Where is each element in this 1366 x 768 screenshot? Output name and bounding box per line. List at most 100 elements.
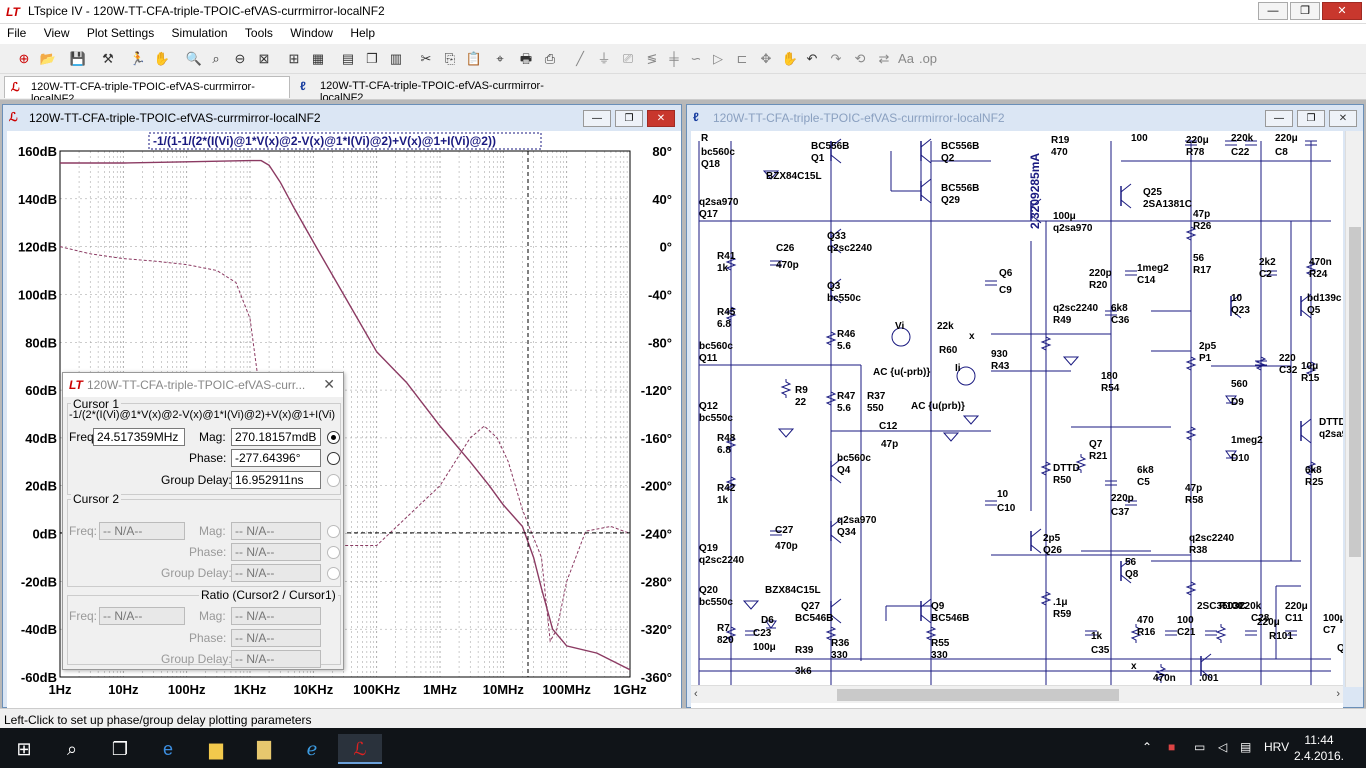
- rotate-icon[interactable]: ⟲: [854, 51, 866, 66]
- schematic-window-titlebar: ℓ 120W-TT-CFA-triple-TPOIC-efVAS-currmir…: [687, 105, 1363, 131]
- paste-icon[interactable]: 📋: [465, 51, 483, 66]
- diode-icon[interactable]: ▷: [713, 51, 723, 66]
- menu-help[interactable]: Help: [350, 26, 375, 40]
- find-icon[interactable]: ⌖: [496, 51, 504, 66]
- schematic-label: bc560c: [699, 341, 733, 352]
- resistor-icon[interactable]: ≶: [646, 51, 658, 66]
- component-icon[interactable]: ⊏: [736, 51, 748, 66]
- ltspice-taskbar-icon[interactable]: ℒ: [338, 734, 382, 764]
- text-icon[interactable]: Aa: [898, 51, 914, 66]
- label-icon[interactable]: ⎚: [622, 51, 634, 66]
- control-panel-icon[interactable]: ⚒: [102, 51, 114, 66]
- minimize-button[interactable]: —: [1258, 2, 1288, 20]
- menu-window[interactable]: Window: [290, 26, 333, 40]
- zoom-pan-icon[interactable]: ⌕: [212, 51, 220, 66]
- pan-icon[interactable]: ✋: [153, 51, 171, 66]
- autorange-icon[interactable]: ⊞: [288, 51, 300, 66]
- redo-icon[interactable]: ↷: [830, 51, 842, 66]
- action-center-icon[interactable]: ▤: [1240, 740, 1252, 754]
- ground-icon[interactable]: ⏚: [597, 51, 611, 66]
- trace-label-box[interactable]: [148, 132, 542, 150]
- show-hidden-icons-icon[interactable]: ⌃: [1142, 740, 1153, 754]
- scroll-right-icon[interactable]: ›: [1336, 688, 1340, 700]
- tile-horizontal-icon[interactable]: ▤: [341, 51, 355, 66]
- menu-view[interactable]: View: [43, 26, 70, 40]
- schematic-minimize-button[interactable]: —: [1265, 110, 1293, 127]
- tab-waveform[interactable]: ℒ 120W-TT-CFA-triple-TPOIC-efVAS-currmir…: [4, 76, 290, 105]
- grid-icon[interactable]: ▦: [311, 51, 325, 66]
- save-icon[interactable]: 💾: [69, 51, 87, 66]
- menu-plot-settings[interactable]: Plot Settings: [86, 26, 155, 40]
- system-clock[interactable]: 11:44 2.4.2016.: [1294, 732, 1344, 764]
- schematic-restore-button[interactable]: ❐: [1297, 110, 1325, 127]
- capacitor-icon[interactable]: ╪: [669, 51, 679, 66]
- cursor1-mag-field[interactable]: 270.18157mdB: [231, 428, 321, 446]
- schematic-label: 2SC3503C: [1197, 601, 1246, 612]
- schematic-vertical-scrollbar[interactable]: [1345, 131, 1363, 687]
- menu-simulation[interactable]: Simulation: [171, 26, 228, 40]
- folder-icon[interactable]: ▇: [257, 739, 271, 759]
- zoom-out-icon[interactable]: ⊖: [234, 51, 246, 66]
- print-preview-icon[interactable]: 🖶: [519, 51, 533, 66]
- ground-symbol: [942, 432, 960, 442]
- cut-icon[interactable]: ✂: [420, 51, 432, 66]
- menu-file[interactable]: File: [7, 26, 27, 40]
- windows-start-icon[interactable]: ⊞: [16, 739, 32, 759]
- group-delay-radio[interactable]: [327, 474, 340, 487]
- y-left-tick-label: -40dB: [21, 622, 57, 637]
- drag-icon[interactable]: ✋: [781, 51, 799, 66]
- cursor1-phase-field[interactable]: -277.64396°: [231, 449, 321, 467]
- x-tick-label: 10KHz: [293, 682, 333, 697]
- spice-directive-icon[interactable]: .op: [918, 51, 938, 66]
- task-view-icon[interactable]: ❐: [111, 739, 129, 759]
- menu-tools[interactable]: Tools: [244, 26, 273, 40]
- vertical-scroll-thumb[interactable]: [1349, 227, 1361, 557]
- schematic-close-button[interactable]: ✕: [1329, 110, 1357, 127]
- mag-radio[interactable]: [327, 431, 340, 444]
- internet-explorer-icon[interactable]: ℯ: [306, 739, 318, 759]
- cascade-icon[interactable]: ❐: [366, 51, 378, 66]
- cursor1-group-delay-field[interactable]: 16.952911ns: [231, 471, 321, 489]
- wire-icon[interactable]: ╱: [576, 51, 584, 66]
- move-icon[interactable]: ✥: [760, 51, 772, 66]
- transistor-emitter: [1300, 434, 1312, 444]
- phase-radio[interactable]: [327, 452, 340, 465]
- volume-icon[interactable]: ◁: [1218, 740, 1228, 754]
- maximize-button[interactable]: ❐: [1290, 2, 1320, 20]
- scroll-left-icon[interactable]: ‹: [694, 688, 698, 700]
- schematic-label: C10: [997, 503, 1016, 514]
- tab-schematic[interactable]: ℓ 120W-TT-CFA-triple-TPOIC-efVAS-currmir…: [294, 76, 584, 104]
- run-icon[interactable]: 🏃: [129, 51, 147, 66]
- schematic-drawing[interactable]: bc560cQ18BC556BQ1BZX84C15LBC556BQ2BC556B…: [691, 131, 1343, 709]
- zoom-in-icon[interactable]: 🔍: [185, 51, 203, 66]
- close-button[interactable]: ✕: [1322, 2, 1362, 20]
- trace-expression-label[interactable]: -1/(1-1/(2*(I(Vi)@1*V(x)@2-V(x)@1*I(Vi)@…: [153, 134, 496, 148]
- antivirus-icon[interactable]: ■: [1168, 740, 1176, 754]
- file-explorer-icon[interactable]: ▆: [209, 739, 223, 759]
- inductor-icon[interactable]: ∽: [690, 51, 702, 66]
- cursor-dialog-close-icon[interactable]: ✕: [323, 376, 335, 392]
- copy-icon[interactable]: ⎘: [444, 51, 456, 66]
- plot-close-button[interactable]: ✕: [647, 110, 675, 127]
- schematic-label: R9: [795, 385, 808, 396]
- schematic-label: BC556B: [941, 183, 979, 194]
- edge-browser-icon[interactable]: e: [162, 739, 173, 759]
- network-icon[interactable]: ▭: [1194, 740, 1206, 754]
- search-icon[interactable]: ⌕: [66, 739, 78, 759]
- plot-minimize-button[interactable]: —: [583, 110, 611, 127]
- new-schematic-icon[interactable]: ⊕: [18, 51, 30, 66]
- tile-vertical-icon[interactable]: ▥: [389, 51, 403, 66]
- undo-icon[interactable]: ↶: [806, 51, 818, 66]
- cursor1-freq-field[interactable]: 24.517359MHz: [93, 428, 185, 446]
- diode-symbol: [765, 620, 777, 629]
- schematic-horizontal-scrollbar[interactable]: ‹ ›: [691, 685, 1343, 703]
- plot-restore-button[interactable]: ❐: [615, 110, 643, 127]
- zoom-fit-icon[interactable]: ⊠: [258, 51, 270, 66]
- horizontal-scroll-thumb[interactable]: [837, 689, 1119, 701]
- open-icon[interactable]: 📂: [39, 51, 57, 66]
- language-indicator[interactable]: HRV: [1264, 740, 1290, 754]
- cursor2-phase-field: -- N/A--: [231, 543, 321, 561]
- mirror-icon[interactable]: ⇄: [878, 51, 890, 66]
- print-icon[interactable]: ⎙: [544, 51, 556, 66]
